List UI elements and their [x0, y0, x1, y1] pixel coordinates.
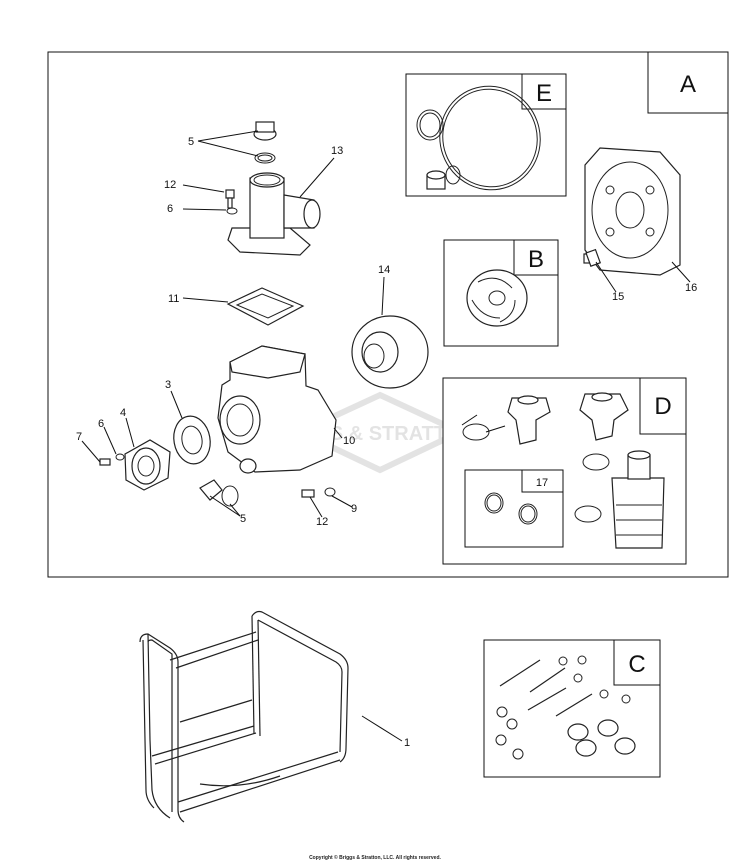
callout-7: 7 [76, 431, 82, 443]
kit-a-label-box [647, 51, 729, 114]
drain-plug-bottom [199, 479, 239, 507]
bolt-15 [583, 248, 602, 267]
kit-c-label: C [628, 651, 645, 678]
callout-4: 4 [120, 407, 126, 419]
kit-d-label-box [639, 377, 687, 435]
kit-d-label: D [654, 393, 671, 420]
kit-a-label: A [680, 71, 696, 98]
discharge-elbow-13 [227, 172, 321, 256]
callout-5-bottom: 5 [240, 513, 246, 525]
callout-15: 15 [612, 291, 624, 303]
callout-6-left: 6 [98, 418, 104, 430]
callout-9: 9 [351, 503, 357, 515]
copyright-notice: Copyright © Briggs & Stratton, LLC. All … [309, 855, 441, 861]
callout-6-top: 6 [167, 203, 173, 215]
kit-e-label: E [536, 80, 552, 107]
callout-12-top: 12 [164, 179, 176, 191]
callout-11: 11 [168, 293, 179, 305]
gasket-11 [226, 287, 305, 326]
callout-12-bottom: 12 [316, 516, 328, 528]
kit-c-label-box [613, 639, 661, 686]
callout-14: 14 [378, 264, 390, 276]
fill-cap-top [253, 121, 277, 164]
impeller-illustration [466, 269, 528, 327]
callout-5-top: 5 [188, 136, 194, 148]
kit-e-label-box [521, 73, 567, 110]
seal-plate-16 [584, 147, 681, 276]
gasket-3 [173, 415, 211, 465]
callout-13: 13 [331, 145, 343, 157]
kit-17-orings [484, 492, 538, 525]
kit-17-label-box [521, 469, 564, 493]
frame-1 [139, 610, 349, 823]
kit-d-parts [462, 392, 665, 549]
bolt-12-bottom [301, 487, 336, 498]
kit-b-label-box [513, 239, 559, 276]
bolt-7-washer-6 [99, 453, 125, 466]
callout-16: 16 [685, 282, 697, 294]
kit-17-label: 17 [536, 477, 548, 489]
callout-10: 10 [343, 435, 355, 447]
kit-b-label: B [528, 246, 544, 273]
suction-flange-4 [124, 439, 171, 491]
kit-e-seals [416, 85, 541, 191]
leader-lines [81, 130, 691, 518]
pump-housing-10 [217, 345, 337, 474]
bolt-12-top [225, 189, 238, 215]
kit-c-hardware [495, 655, 636, 760]
volute-14 [351, 315, 429, 389]
callout-3: 3 [165, 379, 171, 391]
callout-1: 1 [404, 737, 410, 749]
main-frame [47, 51, 729, 578]
